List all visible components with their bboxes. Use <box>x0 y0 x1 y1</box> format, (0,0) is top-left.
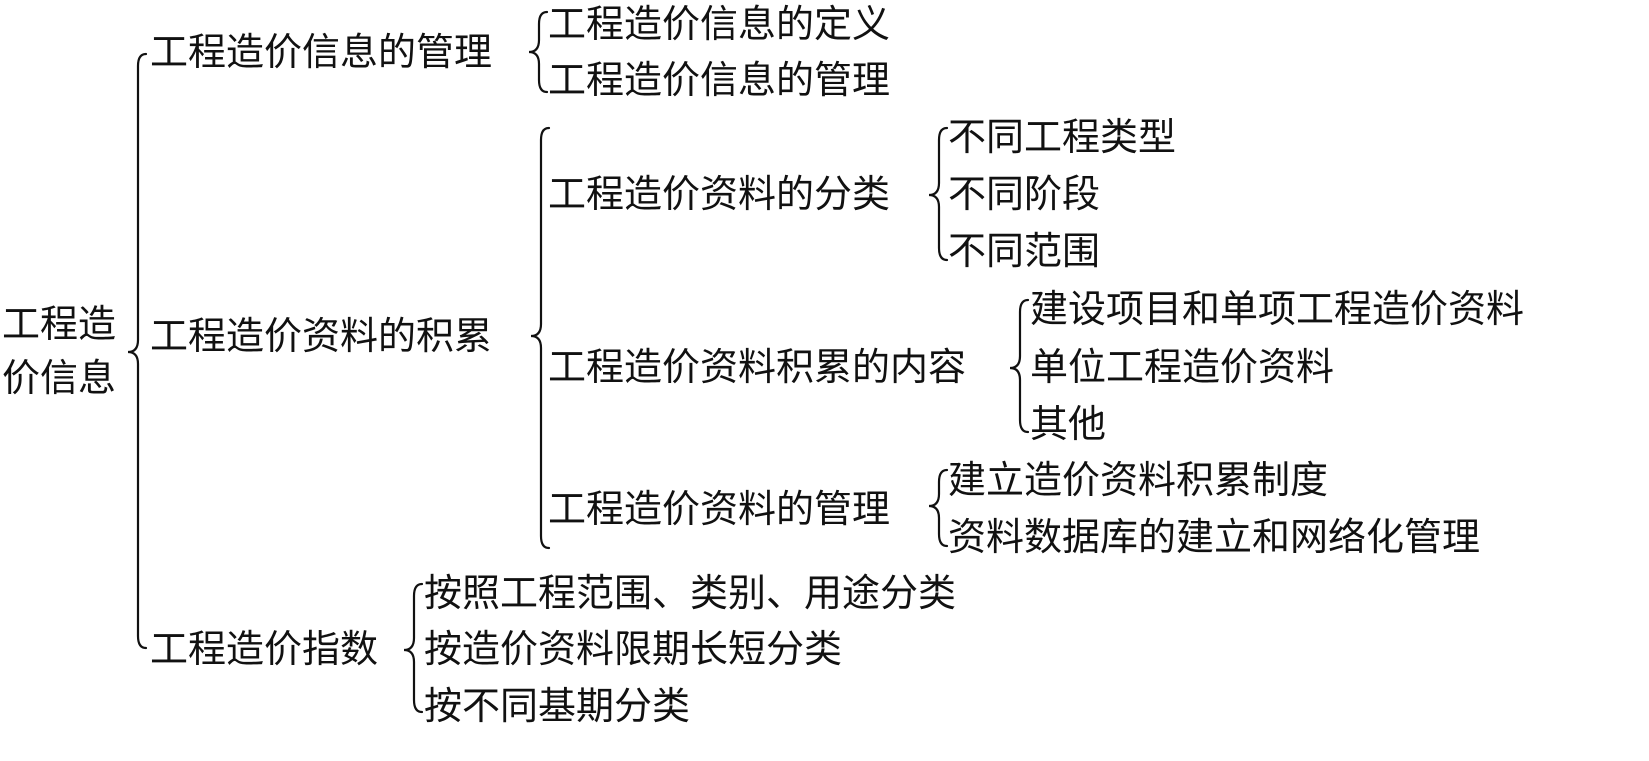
leaf-other: 其他 <box>1030 402 1107 446</box>
root-label-line2: 价信息 <box>2 356 117 400</box>
leaf-by-period: 按造价资料限期长短分类 <box>424 627 843 671</box>
leaf-scopes: 不同范围 <box>948 229 1101 273</box>
leaf-info-definition: 工程造价信息的定义 <box>548 2 891 46</box>
brace-info-management <box>528 10 549 94</box>
leaf-unit-data: 单位工程造价资料 <box>1030 345 1335 389</box>
brace-data-management <box>928 468 949 548</box>
node-info-management: 工程造价信息的管理 <box>150 30 493 74</box>
leaf-project-types: 不同工程类型 <box>948 115 1177 159</box>
brace-cost-index <box>403 582 424 714</box>
brace-accumulation-content <box>1009 298 1030 434</box>
leaf-accumulation-system: 建立造价资料积累制度 <box>948 458 1329 502</box>
leaf-by-scope: 按照工程范围、类别、用途分类 <box>424 571 957 615</box>
leaf-info-management: 工程造价信息的管理 <box>548 58 891 102</box>
brace-data-classification <box>928 126 949 262</box>
node-data-classification: 工程造价资料的分类 <box>548 172 891 216</box>
root-label-line1: 工程造 <box>2 302 117 346</box>
leaf-by-base: 按不同基期分类 <box>424 684 691 728</box>
node-data-management: 工程造价资料的管理 <box>548 487 891 531</box>
node-accumulation-content: 工程造价资料积累的内容 <box>548 345 967 389</box>
node-cost-index: 工程造价指数 <box>150 627 379 671</box>
leaf-database-network: 资料数据库的建立和网络化管理 <box>948 515 1481 559</box>
leaf-stages: 不同阶段 <box>948 172 1101 216</box>
brace-root <box>127 52 148 650</box>
brace-data-accumulation <box>530 126 551 550</box>
node-data-accumulation: 工程造价资料的积累 <box>150 314 493 358</box>
leaf-project-data: 建设项目和单项工程造价资料 <box>1030 287 1525 331</box>
